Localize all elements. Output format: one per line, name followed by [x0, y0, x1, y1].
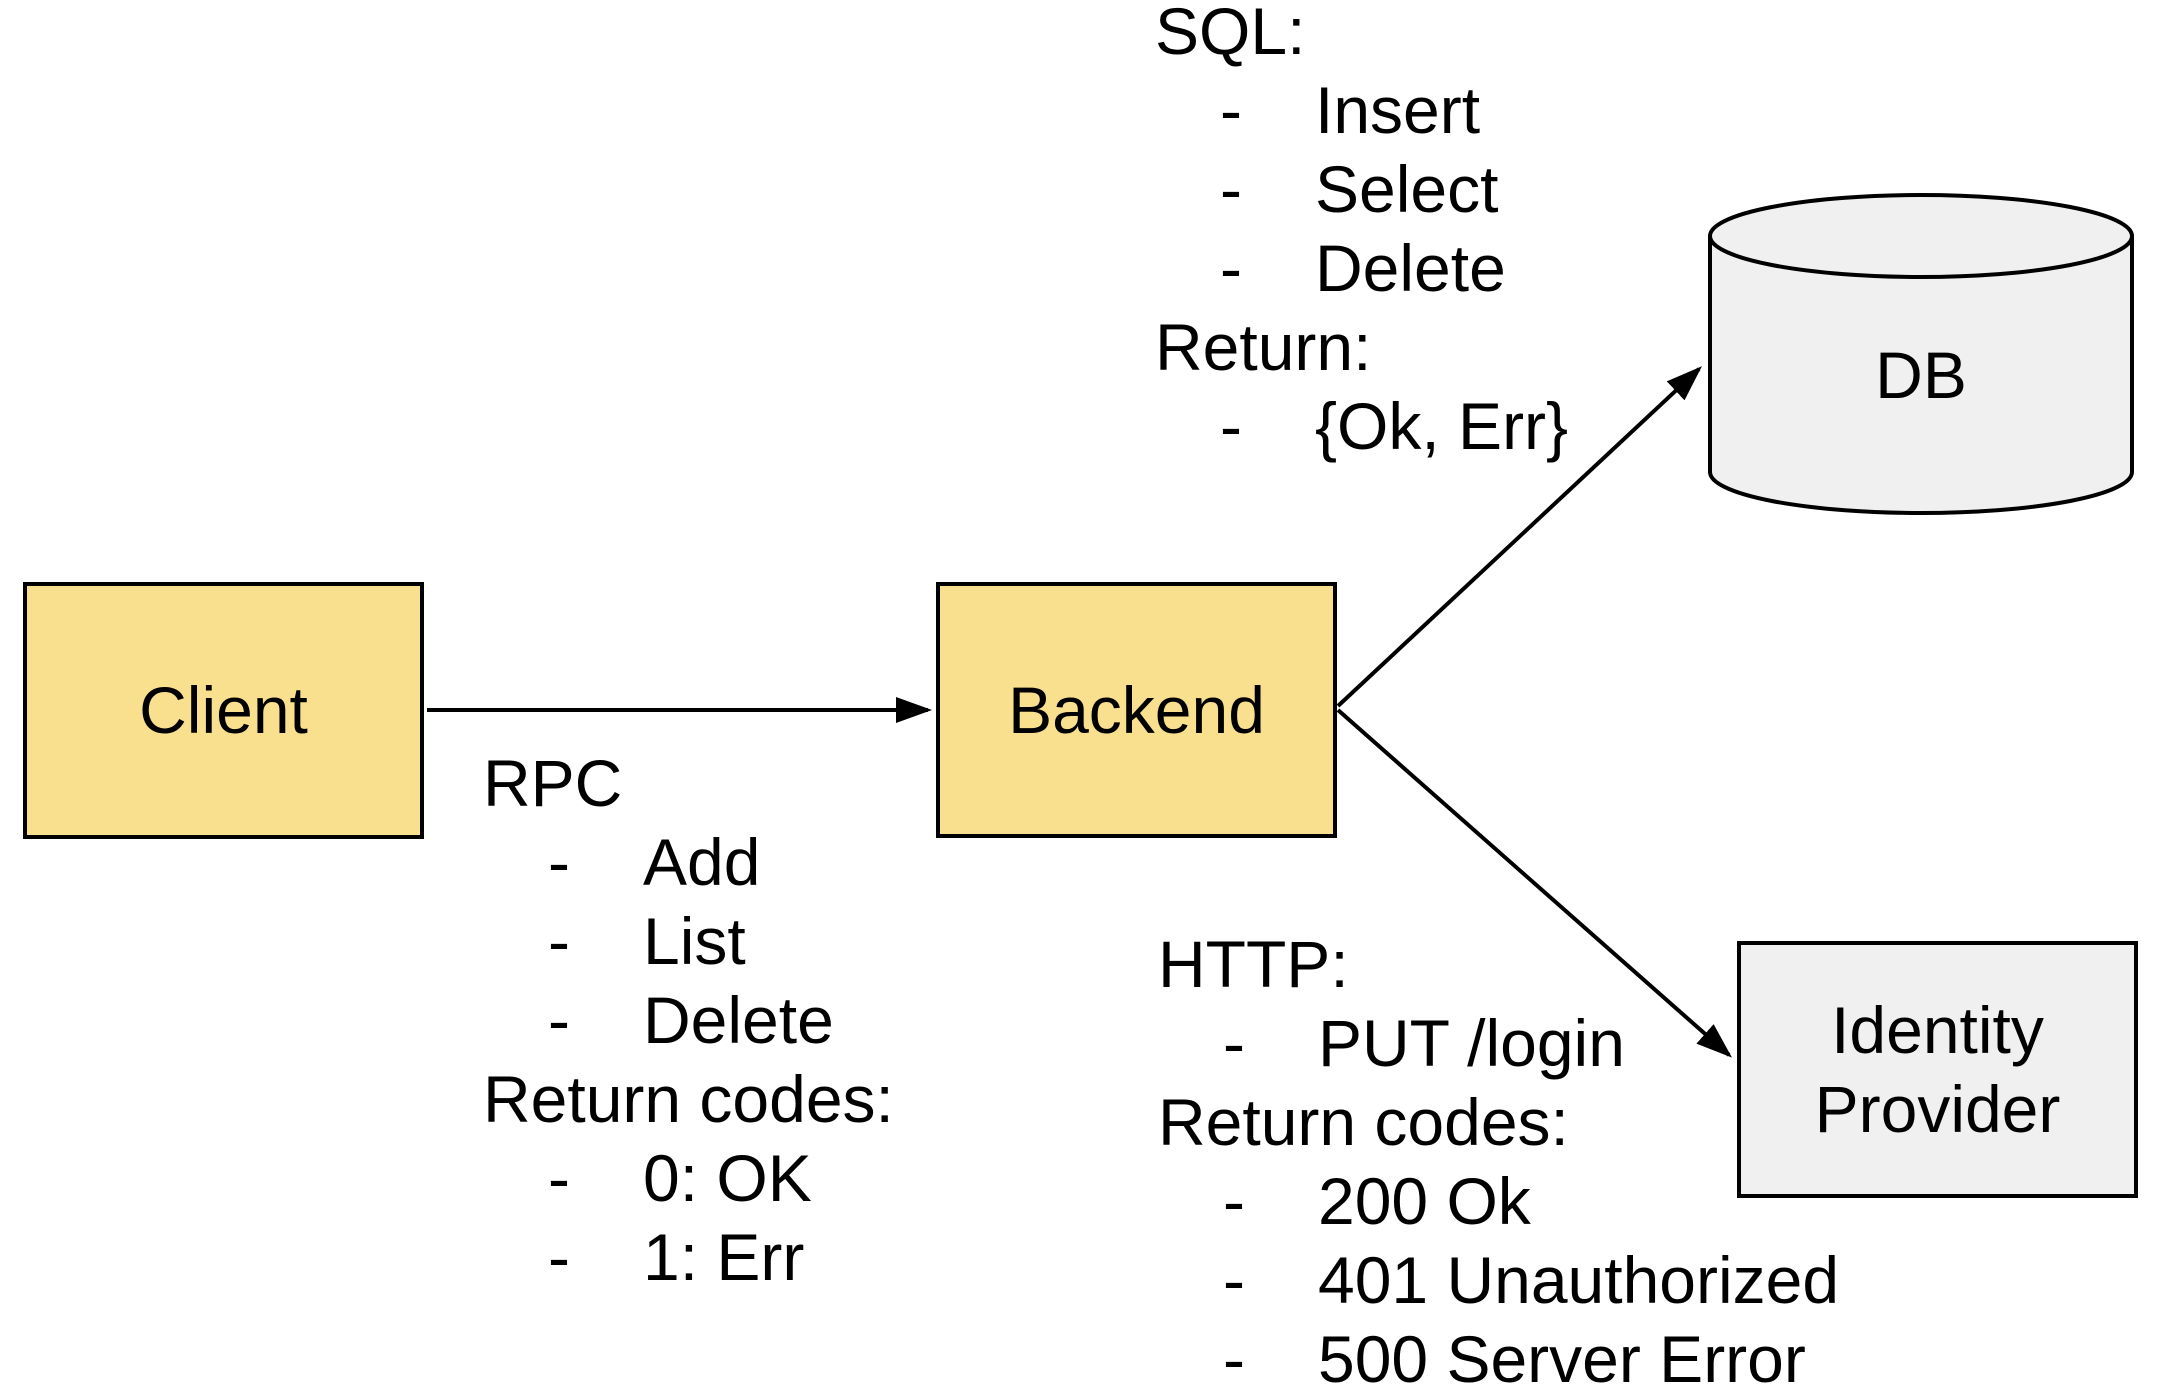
backend-to-db-arrow — [1336, 366, 1702, 708]
rpc-item-label: List — [643, 904, 746, 978]
sql-item: - Insert — [1155, 71, 1480, 150]
bullet-dash: - — [548, 825, 570, 899]
identity-provider-node-label: Identity Provider — [1814, 992, 2061, 1146]
bullet-dash: - — [1223, 1006, 1245, 1080]
rpc-return-item: - 0: OK — [483, 1139, 894, 1218]
bullet-dash: - — [1220, 231, 1242, 305]
sql-return-heading: Return: — [1155, 310, 1372, 384]
sql-return-item: - {Ok, Err} — [1155, 387, 1568, 466]
rpc-heading: RPC — [483, 746, 623, 820]
rpc-return-item-label: 1: Err — [643, 1220, 805, 1294]
bullet-dash: - — [1223, 1322, 1245, 1396]
sql-item-label: Select — [1315, 152, 1499, 226]
http-return-item-label: 500 Server Error — [1318, 1322, 1806, 1396]
db-cylinder-shape — [1708, 193, 2134, 515]
backend-node-label: Backend — [1008, 672, 1265, 747]
db-cylinder-top-ellipse — [1708, 235, 2134, 279]
http-return-item-label: 401 Unauthorized — [1318, 1243, 1840, 1317]
rpc-item: - Add — [483, 823, 894, 902]
bullet-dash: - — [1223, 1243, 1245, 1317]
backend-node: Backend — [936, 582, 1337, 838]
rpc-item: - Delete — [483, 981, 894, 1060]
identity-provider-node: Identity Provider — [1737, 941, 2138, 1198]
client-node-label: Client — [139, 673, 308, 747]
sql-annotation-block: SQL: - Insert - Select - Delete Return: … — [1155, 0, 1568, 466]
rpc-return-item: - 1: Err — [483, 1218, 894, 1297]
bullet-dash: - — [1223, 1164, 1245, 1238]
bullet-dash: - — [1220, 389, 1242, 463]
http-return-item: - 401 Unauthorized — [1158, 1241, 1839, 1320]
http-return-item-label: 200 Ok — [1318, 1164, 1531, 1238]
http-return-heading: Return codes: — [1158, 1085, 1569, 1159]
http-return-item: - 200 Ok — [1158, 1162, 1569, 1241]
backend-to-identity-provider-arrow — [1336, 708, 1732, 1058]
sql-item: - Select — [1155, 150, 1498, 229]
http-return-item: - 500 Server Error — [1158, 1320, 1806, 1398]
bullet-dash: - — [548, 983, 570, 1057]
bullet-dash: - — [548, 904, 570, 978]
sql-heading: SQL: — [1155, 0, 1306, 68]
bullet-dash: - — [548, 1141, 570, 1215]
rpc-return-item-label: 0: OK — [643, 1141, 812, 1215]
bullet-dash: - — [548, 1220, 570, 1294]
rpc-return-heading: Return codes: — [483, 1062, 894, 1136]
http-annotation-block: HTTP: - PUT /login Return codes: - 200 O… — [1158, 925, 1839, 1398]
rpc-annotation-block: RPC - Add - List - Delete Return codes: … — [483, 744, 894, 1297]
http-item: - PUT /login — [1158, 1004, 1625, 1083]
sql-item: - Delete — [1155, 229, 1506, 308]
client-node: Client — [23, 582, 424, 839]
bullet-dash: - — [1220, 152, 1242, 226]
bullet-dash: - — [1220, 73, 1242, 147]
sql-item-label: Delete — [1315, 231, 1506, 305]
http-heading: HTTP: — [1158, 927, 1349, 1001]
db-node-label: DB — [1875, 337, 1967, 412]
sql-return-item-label: {Ok, Err} — [1315, 389, 1569, 463]
rpc-item: - List — [483, 902, 894, 981]
rpc-item-label: Add — [643, 825, 761, 899]
sql-item-label: Insert — [1315, 73, 1481, 147]
http-item-label: PUT /login — [1318, 1006, 1625, 1080]
rpc-item-label: Delete — [643, 983, 834, 1057]
